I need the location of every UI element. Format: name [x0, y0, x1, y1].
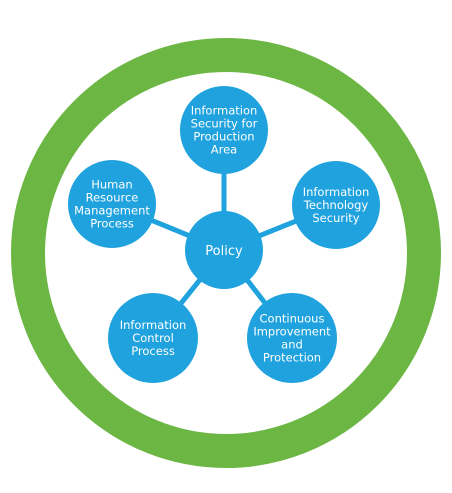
node-label-line: Continuous [260, 312, 325, 326]
center-label: Policy [205, 244, 243, 259]
center-circle [185, 211, 263, 289]
node-label-line: Control [132, 331, 174, 345]
node-label-line: Information [191, 104, 258, 118]
node-label-line: Production [193, 130, 254, 144]
node-label-line: Security for [191, 117, 258, 131]
node-label-line: Process [131, 344, 175, 358]
outer-ring [11, 38, 441, 468]
node-label-line: Information [303, 185, 370, 199]
node-label-line: Protection [263, 351, 321, 365]
node-circle-information-control-process [108, 293, 198, 383]
node-circle-continuous-improvement-protection [247, 293, 337, 383]
node-circle-information-security-production-area [180, 86, 268, 174]
node-label-line: Area [211, 143, 237, 157]
node-circle-human-resource-management-process [68, 160, 156, 248]
node-label-line: and [281, 338, 303, 352]
node-label-line: Management [74, 204, 150, 218]
node-label-line: Process [90, 217, 134, 231]
node-label-line: Information [120, 318, 187, 332]
node-label-line: Improvement [253, 325, 331, 339]
node-label-line: Technology [303, 198, 369, 212]
node-label-line: Human [91, 178, 132, 192]
node-circle-information-technology-security [292, 161, 380, 249]
node-label-line: Security [312, 211, 359, 225]
node-label-line: Resource [86, 191, 139, 205]
center-node: Policy [185, 211, 263, 289]
